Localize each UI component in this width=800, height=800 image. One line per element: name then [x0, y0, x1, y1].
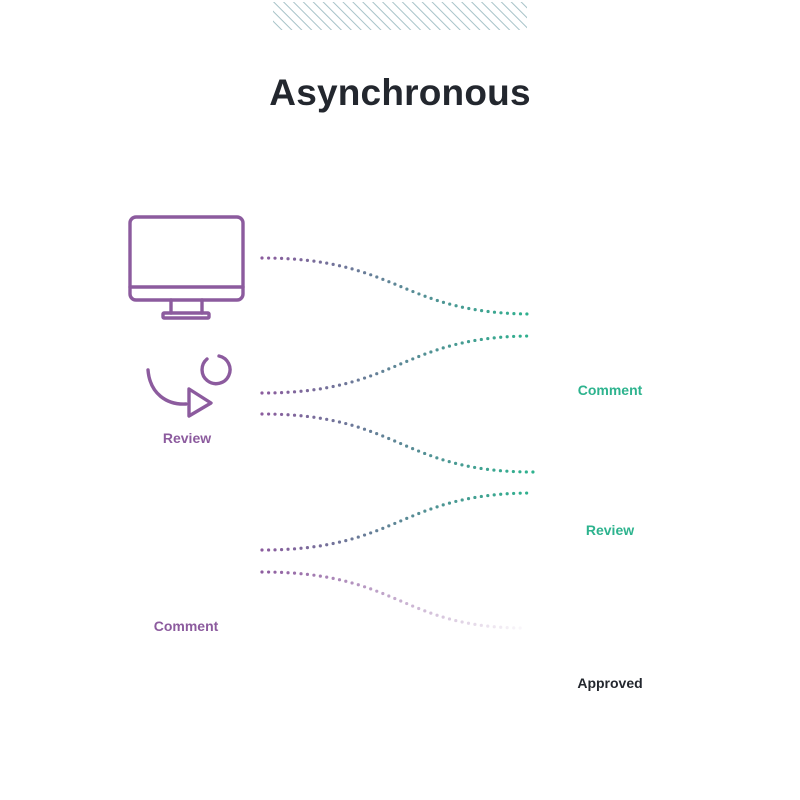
left-review-label: Review: [162, 430, 212, 446]
right-review-label: Review: [585, 522, 635, 538]
page-title: Asynchronous: [269, 72, 531, 113]
connector-monitor-to-comment: [260, 256, 535, 316]
connector-review-to-comment: [260, 334, 535, 395]
connector-comment-to-review: [260, 491, 535, 552]
connectors: [260, 256, 535, 630]
right-comment-label: Comment: [577, 382, 643, 398]
left-comment-label: Comment: [153, 618, 219, 634]
monitor-icon: [128, 215, 245, 320]
approved-label: Approved: [577, 675, 643, 691]
connector-review-to-review: [260, 412, 535, 474]
connector-comment-to-approved: [260, 570, 527, 630]
review-icon: [146, 354, 232, 418]
hatch-decoration: [273, 2, 527, 30]
